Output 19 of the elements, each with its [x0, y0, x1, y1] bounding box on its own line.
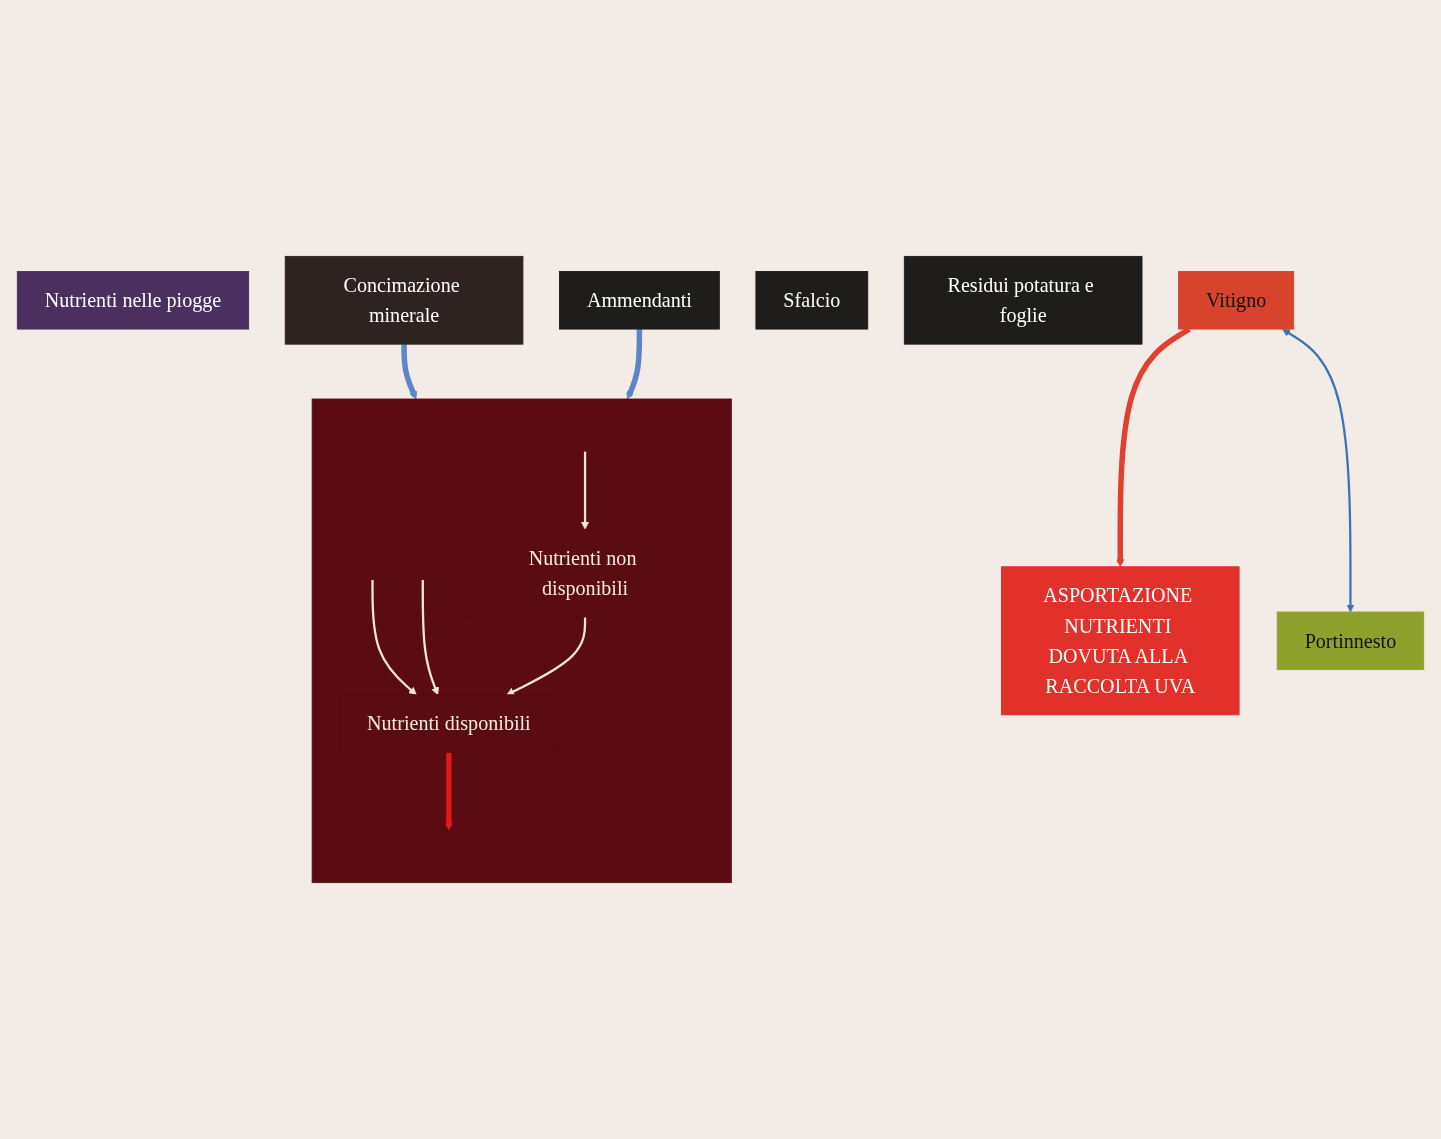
arrow [371, 580, 417, 696]
node-box: Sfalcio [755, 271, 869, 330]
node-text: Nutrienti non disponibili [528, 546, 637, 600]
node-box: Concimazione minerale [284, 255, 524, 345]
arrow [506, 617, 587, 696]
node-box: Residui potatura e foglie [903, 255, 1143, 345]
arrow [581, 451, 590, 530]
node-box: Portinnesto [1276, 611, 1425, 671]
arrow [401, 344, 418, 400]
node-box: Nutrienti nelle piogge [16, 271, 250, 330]
node-box: Ammendanti [559, 271, 720, 330]
arrow [421, 580, 439, 696]
cluster [311, 398, 732, 884]
node-text: Nutrienti disponibili [367, 712, 531, 735]
arrow [1282, 328, 1355, 613]
arrow [626, 329, 643, 400]
node-box: ASPORTAZIONE NUTRIENTI DOVUTA ALLA RACCOLTA UVA [1000, 566, 1240, 716]
arrow [444, 752, 453, 831]
node-box: Vitigno [1178, 271, 1295, 330]
